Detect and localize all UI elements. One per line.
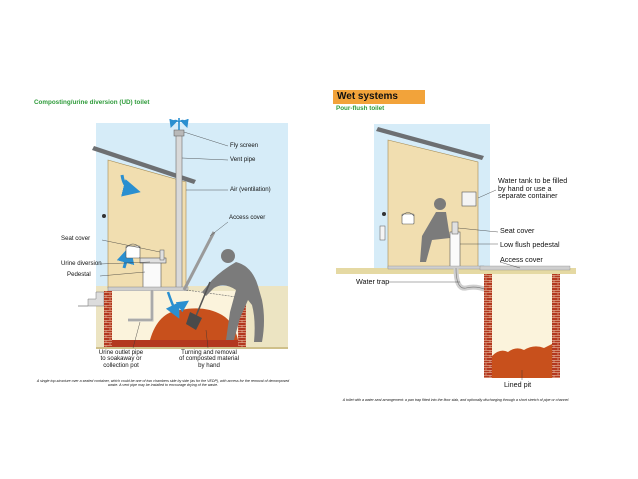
low-flush-pedestal [449, 231, 461, 269]
hand-wash-bottle-icon [379, 225, 386, 241]
label-turning: Turning and removal of composted materia… [179, 349, 239, 369]
fly-screen [173, 129, 185, 137]
person-icon [420, 198, 450, 262]
label-access-cover: Access cover [229, 214, 266, 221]
right-title: Pour-flush toilet [336, 105, 385, 112]
seat-cover [451, 221, 459, 235]
label-lined-pit: Lined pit [504, 380, 532, 389]
label-water-tank: Water tank to be filled by hand or use a… [498, 176, 568, 201]
left-caption: A single top-structure over a sealed con… [36, 379, 290, 388]
pour-flush-diagram [336, 124, 576, 380]
label-low-flush: Low flush pedestal [500, 240, 560, 249]
bucket-icon [125, 243, 141, 259]
pedestal [142, 261, 162, 289]
label-seat-cover: Seat cover [61, 235, 91, 242]
person-icon [202, 249, 264, 342]
label-pedestal: Pedestal [67, 271, 91, 278]
ventilation-arrow-icon [169, 118, 189, 130]
left-title: Composting/urine diversion (UD) toilet [34, 99, 150, 106]
wet-systems-header: Wet systems [333, 90, 425, 104]
label-seat-cover-right: Seat cover [500, 226, 535, 235]
label-fly-screen: Fly screen [230, 142, 259, 149]
label-urine-diversion: Urine diversion [61, 260, 102, 267]
pit-wall-left [484, 274, 492, 378]
label-vent-pipe: Vent pipe [230, 156, 256, 163]
vent-pipe [175, 133, 183, 295]
water-tank [461, 191, 477, 207]
shovel-icon [186, 281, 211, 330]
wet-systems-header-text: Wet systems [337, 91, 398, 102]
ud-toilet-diagram [78, 118, 288, 349]
label-urine-outlet: Urine outlet pipe to soakaway or collect… [98, 349, 144, 369]
vault-wall-left [104, 291, 112, 347]
bucket-icon [401, 212, 415, 225]
label-water-trap: Water trap [356, 277, 390, 286]
steps [78, 291, 105, 307]
label-air: Air (ventilation) [230, 186, 271, 193]
roof [92, 146, 196, 184]
vault-wall-right [238, 298, 246, 347]
pit-contents [492, 344, 552, 378]
right-caption: A toilet with a water-seal arrangement: … [342, 398, 570, 402]
label-access-cover-right: Access cover [500, 255, 543, 264]
roof [376, 127, 484, 160]
access-cover [182, 231, 216, 291]
access-cover [479, 265, 571, 271]
pit-wall-right [552, 274, 560, 378]
seat [139, 257, 167, 264]
seat-cover [159, 249, 165, 261]
